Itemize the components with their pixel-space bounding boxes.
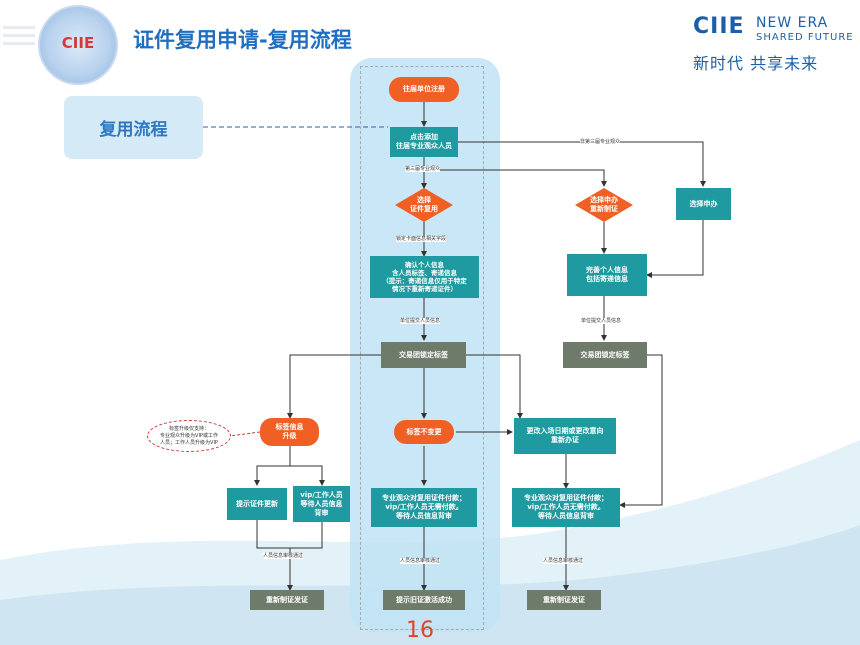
edge-label-review-right: 人员信息审核通过 — [543, 558, 584, 564]
process-section-label: 复用流程 — [64, 96, 203, 159]
reuse-column-border — [360, 66, 484, 630]
node-lock-tag-right: 交易团锁定标签 — [563, 342, 647, 368]
page-title: 证件复用申请-复用流程 — [133, 28, 352, 52]
edge-label-non-third: 非第三届专业观众 — [580, 139, 621, 145]
logo-text: CIIE — [61, 34, 95, 52]
edge-label-review-left: 人员信息审核通过 — [263, 553, 304, 559]
node-remake-right: 重新制证发证 — [527, 590, 601, 610]
node-add-visitor: 点击添加 往届专业观众人员 — [390, 127, 458, 157]
node-tag-unchanged: 标签不变更 — [394, 420, 454, 444]
menu-stripes-icon — [3, 26, 35, 50]
edge-label-unit-submit-mid: 单位提交人员信息 — [400, 318, 441, 324]
brand-tagline-1: NEW ERA — [756, 15, 829, 31]
brand-tagline-2: SHARED FUTURE — [756, 32, 854, 43]
node-choose-apply: 选择申办 — [676, 188, 731, 220]
node-pay-mid: 专业观众对复用证件付款； vip/工作人员无需付款。 等待人员信息背审 — [371, 488, 477, 527]
page-number: 16 — [406, 618, 434, 643]
brand-slogan-cn: 新时代 共享未来 — [693, 54, 819, 73]
brand-tagline: NEW ERA SHARED FUTURE — [756, 15, 854, 45]
decision-choose-remake-label: 选择申办 重新制证 — [590, 196, 618, 213]
node-pay-right: 专业观众对复用证件付款； vip/工作人员无需付款。 等待人员信息背审 — [512, 488, 620, 527]
ciie-logo: CIIE — [38, 5, 118, 85]
node-complete-info: 完善个人信息 包括寄递信息 — [567, 254, 647, 296]
node-reactivate: 提示旧证激活成功 — [383, 590, 465, 610]
brand-name: CIIE — [693, 14, 745, 39]
node-tag-upgrade: 标签信息 升级 — [260, 418, 319, 446]
decision-choose-reuse: 选择 证件复用 — [395, 188, 453, 222]
node-remake-left: 重新制证发证 — [250, 590, 324, 610]
edge-label-third: 第三届专业观众 — [405, 166, 441, 172]
node-register: 往届单位注册 — [389, 77, 459, 102]
decision-choose-reuse-label: 选择 证件复用 — [410, 196, 438, 213]
node-lock-tag-mid: 交易团锁定标签 — [381, 342, 466, 368]
edge-label-review-mid: 人员信息审核通过 — [400, 558, 441, 564]
node-submit-update: 提示证件更新 — [227, 488, 287, 520]
node-vip-wait: vip/工作人员 等待人员信息 背审 — [293, 486, 350, 522]
edge-label-unit-submit-right: 单位提交人员信息 — [581, 318, 622, 324]
decision-choose-remake: 选择申办 重新制证 — [575, 188, 633, 222]
node-confirm-info: 确认个人信息 含人员标签、寄递信息 （提示：寄递信息仅用于特定 情况下重新寄递证… — [370, 256, 479, 298]
edge-label-lock-card: 锁定卡面信息相关字段 — [396, 236, 447, 242]
upgrade-note: 标签升级仅支持： 专业观众升级为VIP或工作 人员；工作人员升级为VIP — [147, 420, 231, 452]
node-change-date: 更改入场日期或更改意向 重新办证 — [514, 418, 616, 454]
